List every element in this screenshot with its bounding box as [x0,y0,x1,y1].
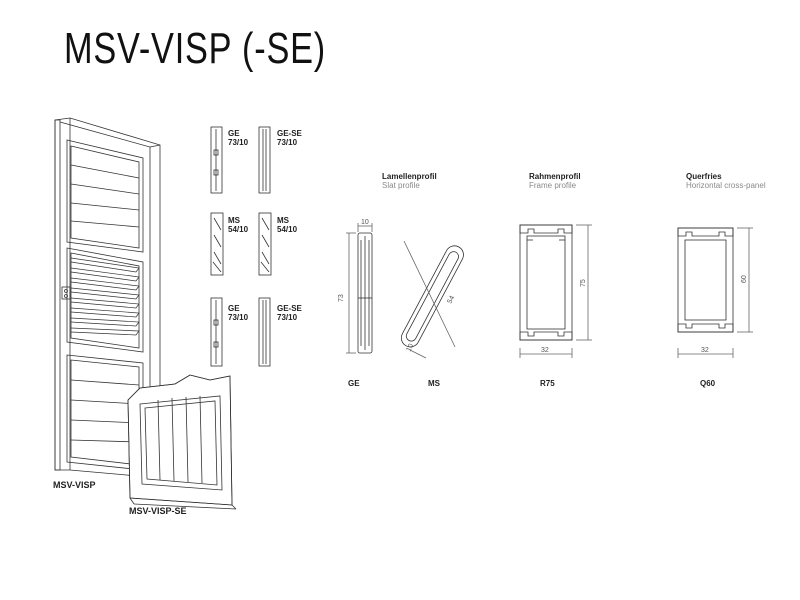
door-visp-se-label: MSV-VISP-SE [129,506,187,516]
q60-profile-drawing [677,227,753,358]
q60-height-dim: 60 [741,275,748,283]
ms-profile-label: MS [428,379,440,388]
page-title: MSV-VISP (-SE) [64,24,327,73]
cross-panel-heading: Querfries Horizontal cross-panel [686,172,766,190]
ms-height-dim: 54 [447,295,457,305]
r75-width-dim: 32 [541,347,549,354]
door-visp-label: MSV-VISP [53,480,96,490]
ms-profile-drawing [400,240,464,359]
q60-profile-label: Q60 [700,379,716,388]
q60-width-dim: 32 [701,347,709,354]
frame-profile-heading: Rahmenprofil Frame profile [529,172,581,190]
ms-width-dim: 10 [406,343,416,353]
r75-height-dim: 75 [580,279,587,287]
door-visp-se-drawing [127,374,237,510]
ge-profile-drawing [346,223,373,354]
slat-profile-thumbnails [210,126,272,367]
slat-profile-heading: Lamellenprofil Slat profile [382,172,437,190]
ge-width-dim: 10 [361,219,369,226]
r75-profile-drawing [519,224,592,358]
r75-profile-label: R75 [540,379,555,388]
ge-profile-label: GE [348,379,360,388]
ge-height-dim: 73 [338,294,345,302]
